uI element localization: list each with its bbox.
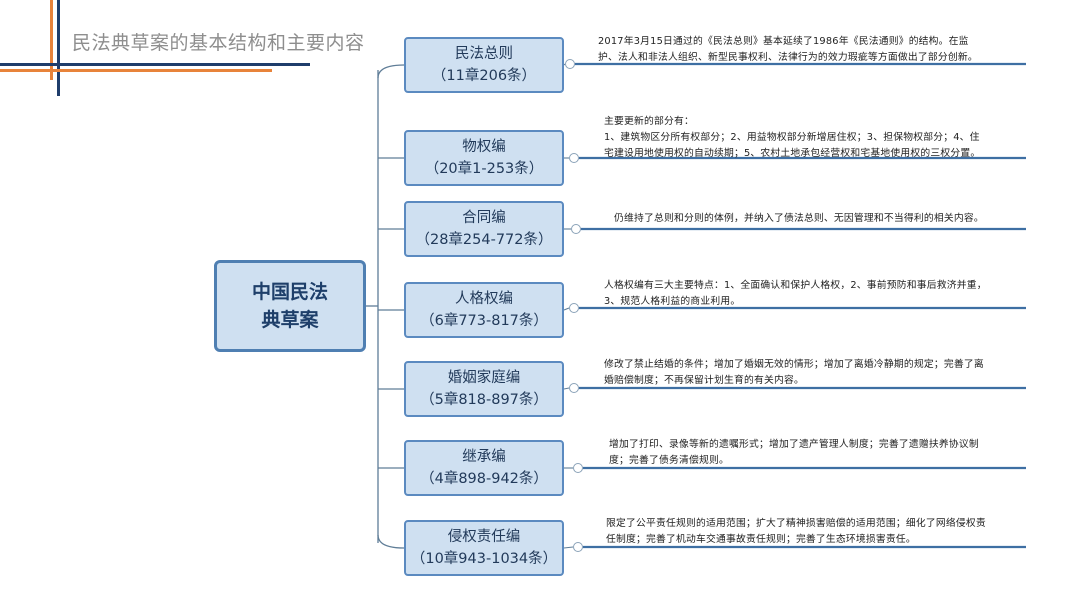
branch-connector <box>377 534 405 549</box>
branch-label: 人格权编 <box>455 291 513 307</box>
header-deco-horizontal-orange <box>0 69 272 72</box>
branch-range: （28章254-772条） <box>415 232 553 248</box>
branch-note-line: 仍维持了总则和分则的体例，并纳入了债法总则、无因管理和不当得利的相关内容。 <box>614 213 984 224</box>
root-node[interactable]: 中国民法 典草案 <box>214 260 366 352</box>
branch-node[interactable]: 物权编 （20章1-253条） <box>404 130 564 186</box>
root-node-line1: 中国民法 <box>251 281 328 303</box>
branch-note-line: 增加了打印、录像等新的遗嘱形式；增加了遗产管理人制度；完善了遗赠扶养协议制 <box>609 439 979 450</box>
branch-note: 限定了公平责任规则的适用范围；扩大了精神损害赔偿的适用范围；细化了网络侵权责任制… <box>606 516 1026 548</box>
branch-label: 物权编 <box>462 139 506 155</box>
branch-range: （20章1-253条） <box>424 161 544 177</box>
branch-note-line: 人格权编有三大主要特点：1、全面确认和保护人格权，2、事前预防和事后救济并重， <box>604 280 987 291</box>
branch-node[interactable]: 民法总则 （11章206条） <box>404 37 564 93</box>
branch-node[interactable]: 婚姻家庭编 （5章818-897条） <box>404 361 564 417</box>
branch-note-line: 主要更新的部分有： <box>604 116 694 127</box>
header-deco-horizontal-navy <box>0 63 310 66</box>
branch-note: 修改了禁止结婚的条件；增加了婚姻无效的情形；增加了离婚冷静期的规定；完善了离婚赔… <box>604 357 1024 389</box>
branch-node[interactable]: 人格权编 （6章773-817条） <box>404 282 564 338</box>
branch-note-line: 宅建设用地使用权的自动续期；5、农村土地承包经营权和宅基地使用权的三权分置。 <box>604 148 981 159</box>
branch-node[interactable]: 合同编 （28章254-772条） <box>404 201 564 257</box>
note-handle-icon <box>573 463 583 473</box>
note-handle-icon <box>573 542 583 552</box>
branch-note-line: 3、规范人格利益的商业利用。 <box>604 296 741 307</box>
branch-range: （5章818-897条） <box>420 392 548 408</box>
header-deco-vertical-navy <box>57 0 60 96</box>
note-connector <box>563 387 570 390</box>
branch-range: （6章773-817条） <box>420 313 548 329</box>
branch-note-line: 限定了公平责任规则的适用范围；扩大了精神损害赔偿的适用范围；细化了网络侵权责 <box>606 518 986 529</box>
branch-label: 民法总则 <box>455 46 513 62</box>
branch-note-line: 护、法人和非法人组织、新型民事权利、法律行为的效力瑕疵等方面做出了部分创新。 <box>598 52 978 63</box>
page-title: 民法典草案的基本结构和主要内容 <box>72 32 365 54</box>
branch-label: 婚姻家庭编 <box>447 370 521 386</box>
branch-note-line: 修改了禁止结婚的条件；增加了婚姻无效的情形；增加了离婚冷静期的规定；完善了离 <box>604 359 984 370</box>
branch-note: 主要更新的部分有： 1、建筑物区分所有权部分；2、用益物权部分新增居住权；3、担保… <box>604 114 1024 162</box>
note-connector <box>563 546 574 549</box>
branch-note-line: 婚赔偿制度；不再保留计划生育的有关内容。 <box>604 375 804 386</box>
note-handle-icon <box>565 59 575 69</box>
branch-label: 继承编 <box>462 449 506 465</box>
branch-note: 人格权编有三大主要特点：1、全面确认和保护人格权，2、事前预防和事后救济并重， 3… <box>604 278 1024 310</box>
branch-range: （11章206条） <box>431 68 537 84</box>
branch-note-line: 任制度；完善了机动车交通事故责任规则；完善了生态环境损害责任。 <box>606 534 916 545</box>
branch-node[interactable]: 继承编 （4章898-942条） <box>404 440 564 496</box>
header-deco-vertical-orange <box>50 0 53 80</box>
root-node-line2: 典草案 <box>261 309 319 331</box>
branch-connector <box>377 64 405 79</box>
note-handle-icon <box>569 153 579 163</box>
note-handle-icon <box>571 224 581 234</box>
branch-node[interactable]: 侵权责任编 （10章943-1034条） <box>404 520 564 576</box>
branch-label: 合同编 <box>462 210 506 226</box>
note-handle-icon <box>569 383 579 393</box>
branch-range: （4章898-942条） <box>420 471 548 487</box>
branch-range: （10章943-1034条） <box>410 551 558 567</box>
branch-note-line: 2017年3月15日通过的《民法总则》基本延续了1986年《民法通则》的结构。在… <box>598 36 969 47</box>
branch-note-line: 度；完善了债务清偿规则。 <box>609 455 729 466</box>
note-handle-icon <box>569 303 579 313</box>
branch-note: 2017年3月15日通过的《民法总则》基本延续了1986年《民法通则》的结构。在… <box>598 34 1018 66</box>
branch-note-line: 1、建筑物区分所有权部分；2、用益物权部分新增居住权；3、担保物权部分；4、住 <box>604 132 980 143</box>
note-connector <box>563 307 570 311</box>
note-connector <box>563 63 566 66</box>
branch-note: 仍维持了总则和分则的体例，并纳入了债法总则、无因管理和不当得利的相关内容。 <box>614 211 1034 227</box>
branch-note: 增加了打印、录像等新的遗嘱形式；增加了遗产管理人制度；完善了遗赠扶养协议制度；完… <box>609 437 1029 469</box>
branch-label: 侵权责任编 <box>447 529 521 545</box>
